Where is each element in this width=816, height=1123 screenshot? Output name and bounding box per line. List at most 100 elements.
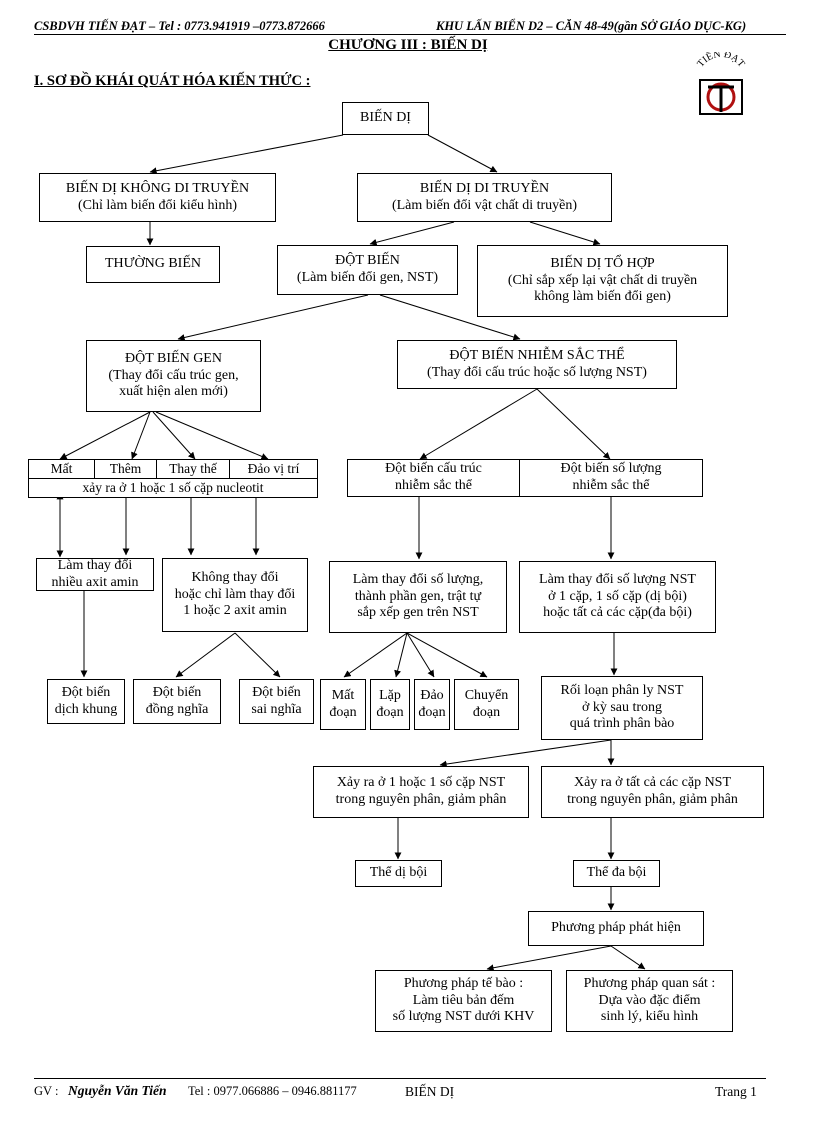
node-change-many: Làm thay đổi nhiều axit amin [36, 558, 154, 591]
node-text: xuất hiện alen mới) [119, 384, 228, 400]
node-text: Phương pháp tế bào : [403, 976, 524, 992]
node-text: BIẾN DỊ [360, 110, 411, 126]
node-text: ĐỘT BIẾN [335, 253, 400, 269]
gene-type-insertion: Thêm [94, 459, 157, 479]
gene-type-inversion: Đảo vị trí [229, 459, 318, 479]
node-text: nhiễm sắc thể [395, 478, 472, 493]
footer-divider [34, 1078, 766, 1079]
node-text: (Thay đổi cấu trúc hoặc số lượng NST) [427, 364, 647, 380]
footer-teacher-name: Nguyễn Văn Tiến [68, 1083, 167, 1098]
node-text: (Chỉ làm biến đổi kiểu hình) [77, 197, 238, 213]
node-text: ở 1 cặp, 1 số cặp (dị bội) [548, 588, 687, 604]
node-text: Dựa vào đặc điểm [598, 992, 701, 1008]
node-text: Đột biến [252, 684, 301, 700]
node-text: sai nghĩa [251, 701, 302, 717]
node-modification: THƯỜNG BIẾN [86, 246, 220, 283]
node-deletion: Mất đoạn [320, 679, 366, 730]
node-polyploid: Thể đa bội [573, 860, 660, 887]
node-text: Đột biến cấu trúc [385, 461, 482, 477]
footer-teacher-label: GV : [34, 1084, 59, 1098]
node-text: Mất [331, 687, 355, 703]
node-text: ĐỘT BIẾN GEN [125, 351, 222, 367]
node-text: nhiễm sắc thể [572, 478, 650, 493]
node-text: đoạn [376, 704, 404, 720]
node-text: Chuyển [464, 687, 509, 703]
node-text: BIẾN DỊ DI TRUYỀN [419, 180, 550, 196]
node-text: trong nguyên phân, giảm phân [335, 792, 507, 807]
node-non-hereditary: BIẾN DỊ KHÔNG DI TRUYỀN (Chỉ làm biến đổ… [39, 173, 276, 222]
node-text: thành phần gen, trật tự [354, 588, 482, 604]
node-text: nhiều axit amin [51, 574, 139, 590]
node-recombination: BIẾN DỊ TỔ HỢP (Chỉ sắp xếp lại vật chất… [477, 245, 728, 317]
node-text: Thể dị bội [369, 865, 428, 881]
header-divider [34, 34, 786, 35]
node-text: đoạn [418, 704, 446, 720]
node-one-pair: Xảy ra ở 1 hoặc 1 số cặp NST trong nguyê… [313, 766, 529, 818]
node-detection: Phương pháp phát hiện [528, 911, 704, 946]
node-change-few: Không thay đổi hoặc chỉ làm thay đổi 1 h… [162, 558, 308, 632]
node-all-pairs: Xảy ra ở tất cả các cặp NST trong nguyên… [541, 766, 764, 818]
node-text: đồng nghĩa [145, 701, 209, 717]
node-synonymous: Đột biến đồng nghĩa [133, 679, 221, 724]
node-nondisjunction: Rối loạn phân ly NST ở kỳ sau trong quá … [541, 676, 703, 740]
footer-phones: Tel : 0977.066886 – 0946.881177 [188, 1084, 357, 1098]
node-text: Lặp [379, 687, 401, 703]
node-text: Rối loạn phân ly NST [560, 683, 684, 699]
node-text: trong nguyên phân, giảm phân [567, 792, 738, 807]
node-root: BIẾN DỊ [342, 102, 429, 135]
node-text: Làm thay đổi số lượng NST [539, 572, 696, 588]
footer-subject: BIẾN DỊ [405, 1084, 455, 1099]
node-num-effect: Làm thay đổi số lượng NST ở 1 cặp, 1 số … [519, 561, 716, 633]
node-text: (Làm biến đổi vật chất di truyền) [391, 197, 578, 213]
node-text: hoặc chỉ làm thay đổi [174, 586, 296, 602]
logo-text: TIẾN ĐẠT [695, 49, 746, 70]
node-text: sắp xếp gen trên NST [357, 605, 479, 621]
node-struct-effect: Làm thay đổi số lượng, thành phần gen, t… [329, 561, 507, 633]
node-structural: Đột biến cấu trúc nhiễm sắc thể [347, 459, 520, 497]
node-text: Đảo [420, 687, 444, 703]
node-text: đoạn [472, 704, 501, 720]
node-missense: Đột biến sai nghĩa [239, 679, 314, 724]
section-title: I. SƠ ĐỒ KHÁI QUÁT HÓA KIẾN THỨC : [34, 73, 311, 89]
node-text: Xảy ra ở tất cả các cặp NST [573, 775, 732, 791]
node-text: Đột biến [152, 684, 202, 700]
node-text: Không thay đổi [191, 570, 279, 586]
node-text: (Chỉ sắp xếp lại vật chất di truyền [507, 272, 698, 288]
chapter-title: CHƯƠNG III : BIẾN DỊ [328, 37, 488, 53]
node-text: Đột biến [61, 684, 111, 700]
node-duplication: Lặp đoạn [370, 679, 410, 730]
footer-page-number: Trang 1 [715, 1084, 757, 1099]
node-text: quá trình phân bào [569, 716, 675, 732]
node-text: (Thay đổi cấu trúc gen, [108, 367, 239, 383]
header-right: KHU LẤN BIỂN D2 – CĂN 48-49(gần SỞ GIÁO … [436, 19, 747, 33]
node-text: Làm thay đổi [57, 557, 133, 573]
node-chromosome-mutation: ĐỘT BIẾN NHIỄM SẮC THỂ (Thay đổi cấu trú… [397, 340, 677, 389]
node-cytology: Phương pháp tế bào : Làm tiêu bản đếm số… [375, 970, 552, 1032]
node-text: Xảy ra ở 1 hoặc 1 số cặp NST [336, 775, 506, 791]
node-text: số lượng NST dưới KHV [392, 1009, 535, 1025]
gene-types-note: xảy ra ở 1 hoặc 1 số cặp nucleotit [28, 478, 318, 498]
node-observation: Phương pháp quan sát : Dựa vào đặc điểm … [566, 970, 733, 1032]
node-hereditary: BIẾN DỊ DI TRUYỀN (Làm biến đổi vật chất… [357, 173, 612, 222]
node-translocation: Chuyển đoạn [454, 679, 519, 730]
node-text: hoặc tất cả các cặp(đa bội) [543, 605, 692, 621]
gene-type-substitution: Thay thế [156, 459, 230, 479]
node-text: THƯỜNG BIẾN [104, 256, 202, 272]
node-aneuploid: Thể dị bội [355, 860, 442, 887]
node-gene-mutation: ĐỘT BIẾN GEN (Thay đổi cấu trúc gen, xuấ… [86, 340, 261, 412]
node-text: 1 hoặc 2 axit amin [183, 603, 287, 619]
tien-dat-logo: TIẾN ĐẠT [690, 49, 752, 118]
node-text: (Làm biến đổi gen, NST) [296, 270, 439, 285]
node-text: Làm thay đổi số lượng, [352, 572, 484, 588]
svg-text:TIẾN ĐẠT: TIẾN ĐẠT [695, 52, 746, 69]
node-text: ở kỳ sau trong [581, 699, 663, 715]
node-text: Phương pháp phát hiện [551, 920, 681, 936]
node-text: BIẾN DỊ TỔ HỢP [550, 256, 655, 272]
node-text: ĐỘT BIẾN NHIỄM SẮC THỂ [449, 347, 625, 363]
node-frameshift: Đột biến dịch khung [47, 679, 125, 724]
node-text: không làm biến đổi gen) [534, 289, 671, 305]
gene-type-deletion: Mất [28, 459, 95, 479]
node-text: đoạn [329, 704, 357, 720]
node-text: Làm tiêu bản đếm [412, 992, 515, 1008]
